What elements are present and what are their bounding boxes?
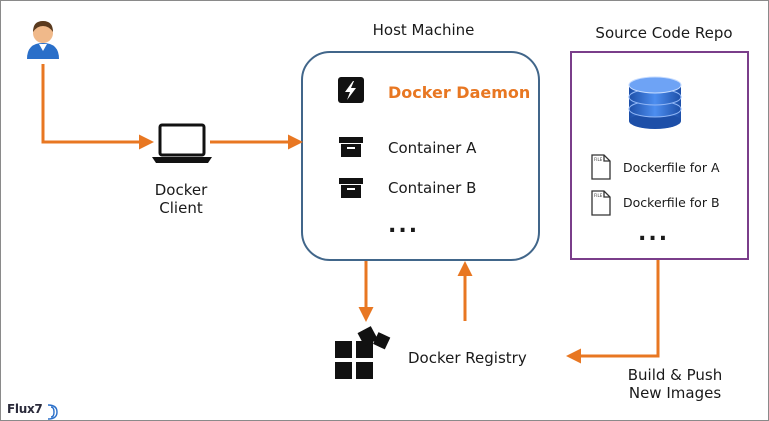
docker-daemon-label: Docker Daemon: [388, 83, 531, 102]
blocks-icon: [335, 326, 391, 379]
file-icon-text: FILE: [594, 157, 603, 162]
file-icon: FILE: [591, 154, 611, 180]
laptop-icon: [152, 123, 212, 163]
build-push-label: Build & Push New Images: [605, 366, 745, 402]
repo-ellipsis: ...: [638, 221, 670, 246]
docker-client-label-line2: Client: [159, 199, 203, 217]
dockerfile-a-label: Dockerfile for A: [623, 160, 720, 175]
source-repo-title: Source Code Repo: [595, 24, 733, 42]
build-push-label-line1: Build & Push: [627, 366, 723, 384]
docker-client-label-line1: Docker: [154, 181, 208, 199]
docker-client-label: Docker Client: [136, 181, 226, 217]
host-machine-box: [301, 51, 540, 261]
database-icon: [628, 76, 682, 129]
file-icon-text: FILE: [594, 193, 603, 198]
user-to-client-arrow: [41, 64, 154, 150]
container-box-icon: [339, 178, 363, 198]
file-icon: FILE: [591, 190, 611, 216]
docker-registry-label: Docker Registry: [408, 349, 527, 367]
build-push-label-line2: New Images: [628, 384, 722, 402]
container-box-icon: [339, 137, 363, 157]
flux7-logo: Flux7: [7, 402, 43, 416]
lightning-icon: [338, 77, 364, 103]
host-machine-title: Host Machine: [372, 21, 475, 39]
flux7-logo-mark: [47, 404, 58, 420]
host-ellipsis: ...: [388, 213, 420, 238]
repo-to-registry-arrow: [566, 260, 660, 364]
container-a-label: Container A: [388, 139, 477, 157]
dockerfile-b-label: Dockerfile for B: [623, 195, 720, 210]
container-b-label: Container B: [388, 179, 477, 197]
user-icon: [27, 21, 59, 59]
